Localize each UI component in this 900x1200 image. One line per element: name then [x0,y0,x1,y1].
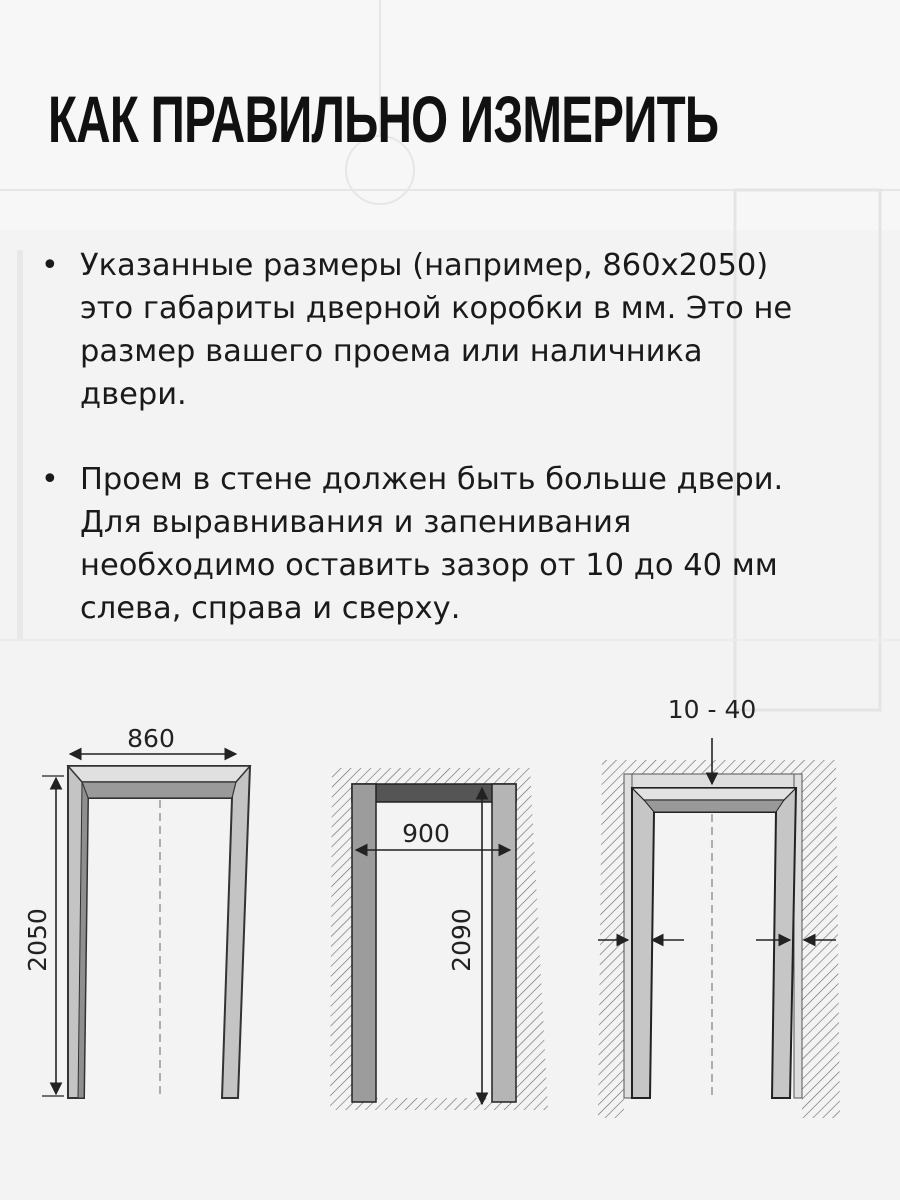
frame-width-label: 860 [127,724,175,753]
foam-gap [623,773,803,789]
bullet-opening-gap: • Проем в стене должен быть больше двери… [38,458,868,630]
bullet-line: Проем в стене должен быть больше двери. [80,462,784,497]
bullet-line: это габариты дверной коробки в мм. Это н… [80,291,793,326]
opening-width-label: 900 [402,819,450,848]
bullet-line: необходимо оставить зазор от 10 до 40 мм [80,548,778,583]
bullet-frame-size: • Указанные размеры (например, 860x2050)… [38,244,868,416]
frame-height-label: 2050 [23,908,52,972]
measurement-diagrams: 860 2050 900 2090 10 - 40 [23,695,840,1118]
info-list: • Указанные размеры (например, 860x2050)… [38,244,868,630]
bullet-dot-icon: • [41,248,59,283]
gap-diagram: 10 - 40 [598,695,840,1118]
bullet-dot-icon: • [41,462,59,497]
bullet-line: слева, справа и сверху. [80,591,461,626]
wall-opening [356,786,512,1098]
bullet-line: Указанные размеры (например, 860x2050) [80,248,769,283]
bullet-line: размер вашего проема или наличника [80,334,703,369]
page-title: КАК ПРАВИЛЬНО ИЗМЕРИТЬ [48,82,719,156]
frame-outline [67,765,252,1099]
bullet-line: Для выравнивания и запенивания [80,505,632,540]
bullet-line: двери. [80,377,187,412]
gap-label: 10 - 40 [668,695,757,724]
opening-diagram: 900 2090 [330,768,548,1110]
frame-diagram: 860 2050 [23,724,252,1099]
opening-height-label: 2090 [447,908,476,972]
